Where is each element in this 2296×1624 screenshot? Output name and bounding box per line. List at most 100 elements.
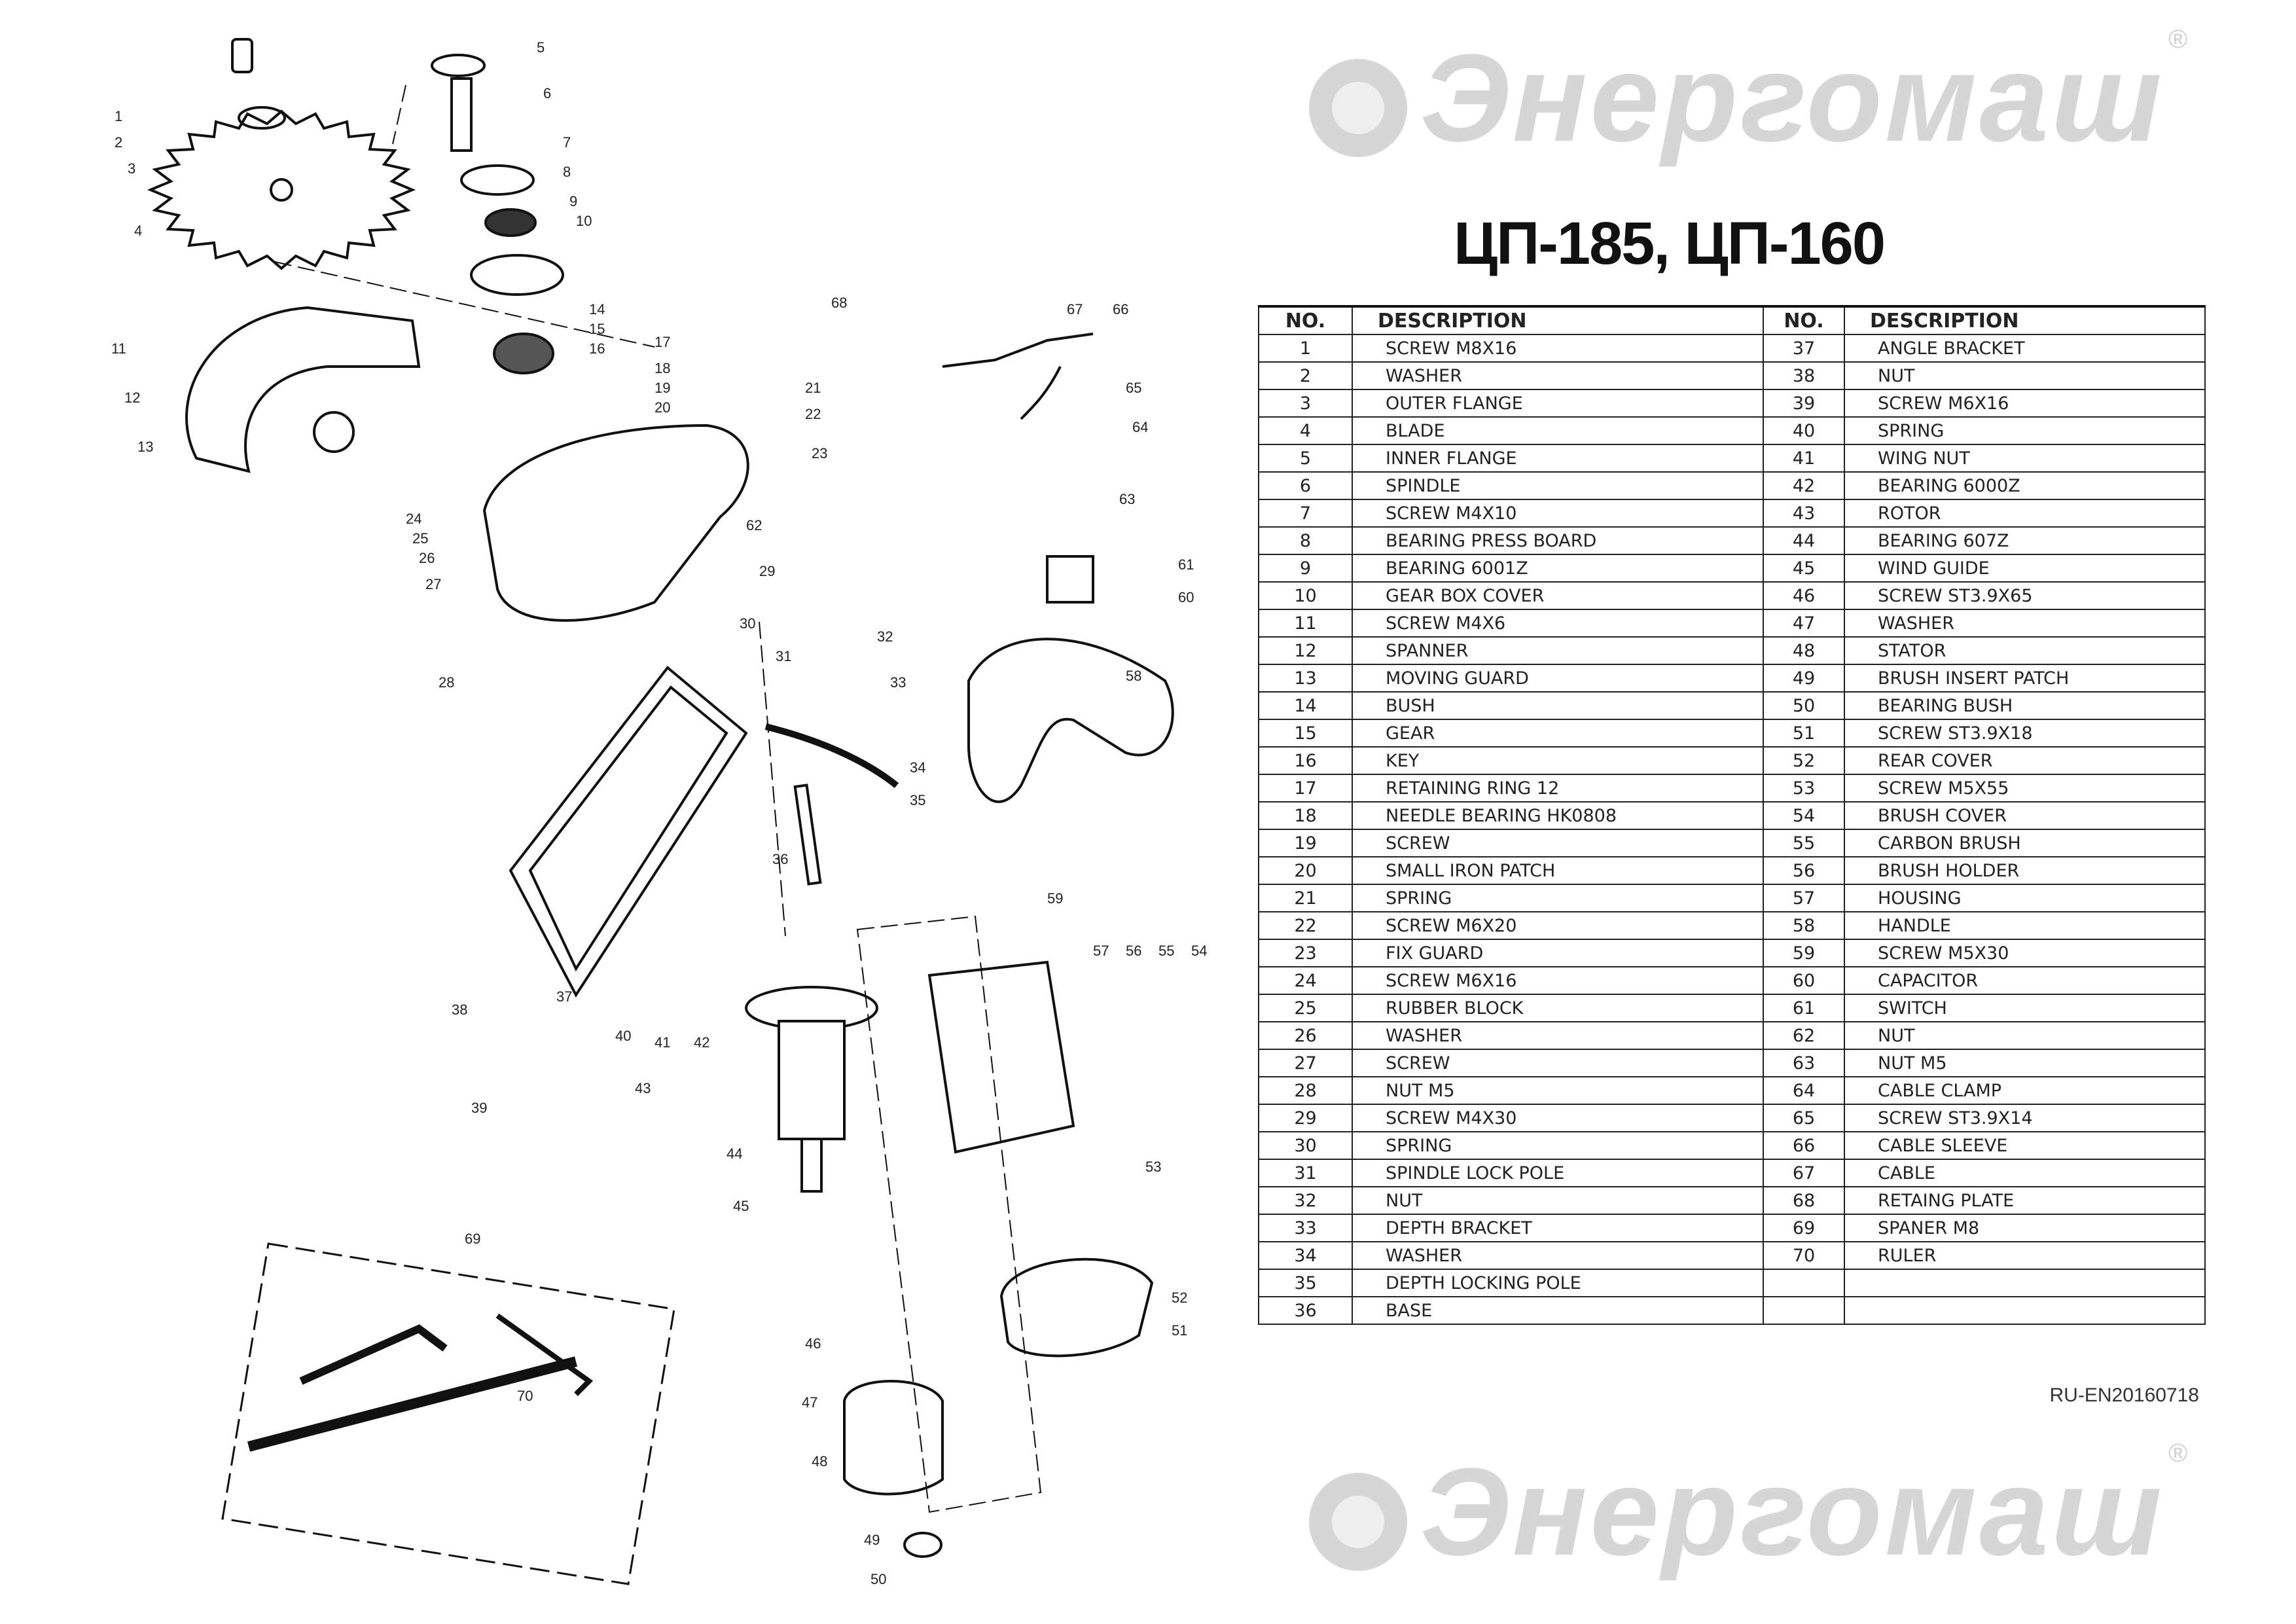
part-description: WASHER xyxy=(1844,609,2206,638)
part-number: 17 xyxy=(1258,774,1353,803)
part-number: 31 xyxy=(1258,1159,1353,1187)
part-number: 30 xyxy=(1258,1131,1353,1160)
part-number: 36 xyxy=(1258,1296,1353,1325)
depth-locking-pole-part xyxy=(793,784,822,886)
part-description: BLADE xyxy=(1352,416,1764,445)
part-description: NUT xyxy=(1352,1186,1764,1215)
part-description: SPANER M8 xyxy=(1844,1214,2206,1242)
callout-number: 5 xyxy=(537,39,545,56)
part-description: CAPACITOR xyxy=(1844,966,2206,995)
part-number: 46 xyxy=(1763,581,1845,610)
depth-bracket-part xyxy=(764,723,899,788)
rotor-part xyxy=(745,986,878,1193)
callout-number: 29 xyxy=(759,563,775,579)
part-number: 49 xyxy=(1763,664,1845,693)
part-number: 33 xyxy=(1258,1214,1353,1242)
header-no: NO. xyxy=(1258,305,1353,335)
callout-number: 45 xyxy=(733,1198,749,1214)
callout-number: 60 xyxy=(1178,589,1194,605)
part-number: 53 xyxy=(1763,774,1845,803)
part-description: HOUSING xyxy=(1844,884,2206,912)
part-description: CABLE CLAMP xyxy=(1844,1076,2206,1105)
part-number: 62 xyxy=(1763,1021,1845,1050)
callout-number: 51 xyxy=(1172,1322,1187,1339)
part-number: 26 xyxy=(1258,1021,1353,1050)
part-description: SCREW M4X30 xyxy=(1352,1104,1764,1132)
part-number: 66 xyxy=(1763,1131,1845,1160)
part-number: 69 xyxy=(1763,1214,1845,1242)
part-description: HANDLE xyxy=(1844,911,2206,940)
part-description: BEARING BUSH xyxy=(1844,691,2206,720)
handle-part xyxy=(967,638,1174,803)
part-description: WIND GUIDE xyxy=(1844,554,2206,583)
part-number: 35 xyxy=(1258,1269,1353,1297)
callout-number: 12 xyxy=(124,389,140,406)
callout-number: 58 xyxy=(1126,668,1141,684)
part-number: 38 xyxy=(1763,361,1845,390)
watermark-logo: Энергомаш® xyxy=(1309,26,2190,170)
header-description: DESCRIPTION xyxy=(1352,305,1764,335)
switch-cable-part xyxy=(942,333,1094,420)
watermark-logo: Энергомаш® xyxy=(1309,1440,2190,1584)
callout-number: 8 xyxy=(563,164,571,180)
callout-number: 70 xyxy=(517,1388,533,1404)
part-number: 20 xyxy=(1258,856,1353,885)
part-description: SCREW M8X16 xyxy=(1352,334,1764,363)
callout-number: 42 xyxy=(694,1034,709,1051)
part-number: 10 xyxy=(1258,581,1353,610)
part-number: 13 xyxy=(1258,664,1353,693)
callout-number: 54 xyxy=(1191,943,1207,959)
part-description: SMALL IRON PATCH xyxy=(1352,856,1764,885)
part-number: 54 xyxy=(1763,801,1845,830)
part-description: SCREW M4X10 xyxy=(1352,499,1764,528)
part-number: 14 xyxy=(1258,691,1353,720)
part-description: CABLE SLEEVE xyxy=(1844,1131,2206,1160)
part-description: BEARING 6000Z xyxy=(1844,471,2206,500)
part-number: 51 xyxy=(1763,719,1845,748)
callout-number: 23 xyxy=(812,445,827,461)
part-description: SCREW M6X16 xyxy=(1844,389,2206,418)
bearing-bush-part xyxy=(903,1532,942,1558)
callout-number: 11 xyxy=(111,340,126,357)
part-number: 32 xyxy=(1258,1186,1353,1215)
part-description: SCREW ST3.9X65 xyxy=(1844,581,2206,610)
callout-number: 10 xyxy=(576,213,592,229)
part-number: 50 xyxy=(1763,691,1845,720)
callout-number: 31 xyxy=(776,648,791,664)
callout-number: 52 xyxy=(1172,1290,1187,1306)
part-number: 52 xyxy=(1763,746,1845,775)
part-description: RULER xyxy=(1844,1241,2206,1270)
header-description: DESCRIPTION xyxy=(1844,305,2206,335)
part-description: ROTOR xyxy=(1844,499,2206,528)
part-description: BUSH xyxy=(1352,691,1764,720)
callout-number: 63 xyxy=(1119,491,1135,507)
part-description xyxy=(1844,1296,2206,1325)
part-description: GEAR BOX COVER xyxy=(1352,581,1764,610)
part-number xyxy=(1763,1296,1845,1325)
part-description: INNER FLANGE xyxy=(1352,444,1764,473)
callout-number: 13 xyxy=(137,439,153,455)
part-number: 1 xyxy=(1258,334,1353,363)
part-description: GEAR xyxy=(1352,719,1764,748)
part-number: 57 xyxy=(1763,884,1845,912)
callout-number: 68 xyxy=(831,295,847,311)
part-description: NUT M5 xyxy=(1844,1049,2206,1077)
part-description: RETAINING RING 12 xyxy=(1352,774,1764,803)
callout-number: 40 xyxy=(615,1028,631,1044)
callout-number: 69 xyxy=(465,1231,480,1247)
part-description: DEPTH LOCKING POLE xyxy=(1352,1269,1764,1297)
housing-part xyxy=(927,960,1075,1154)
